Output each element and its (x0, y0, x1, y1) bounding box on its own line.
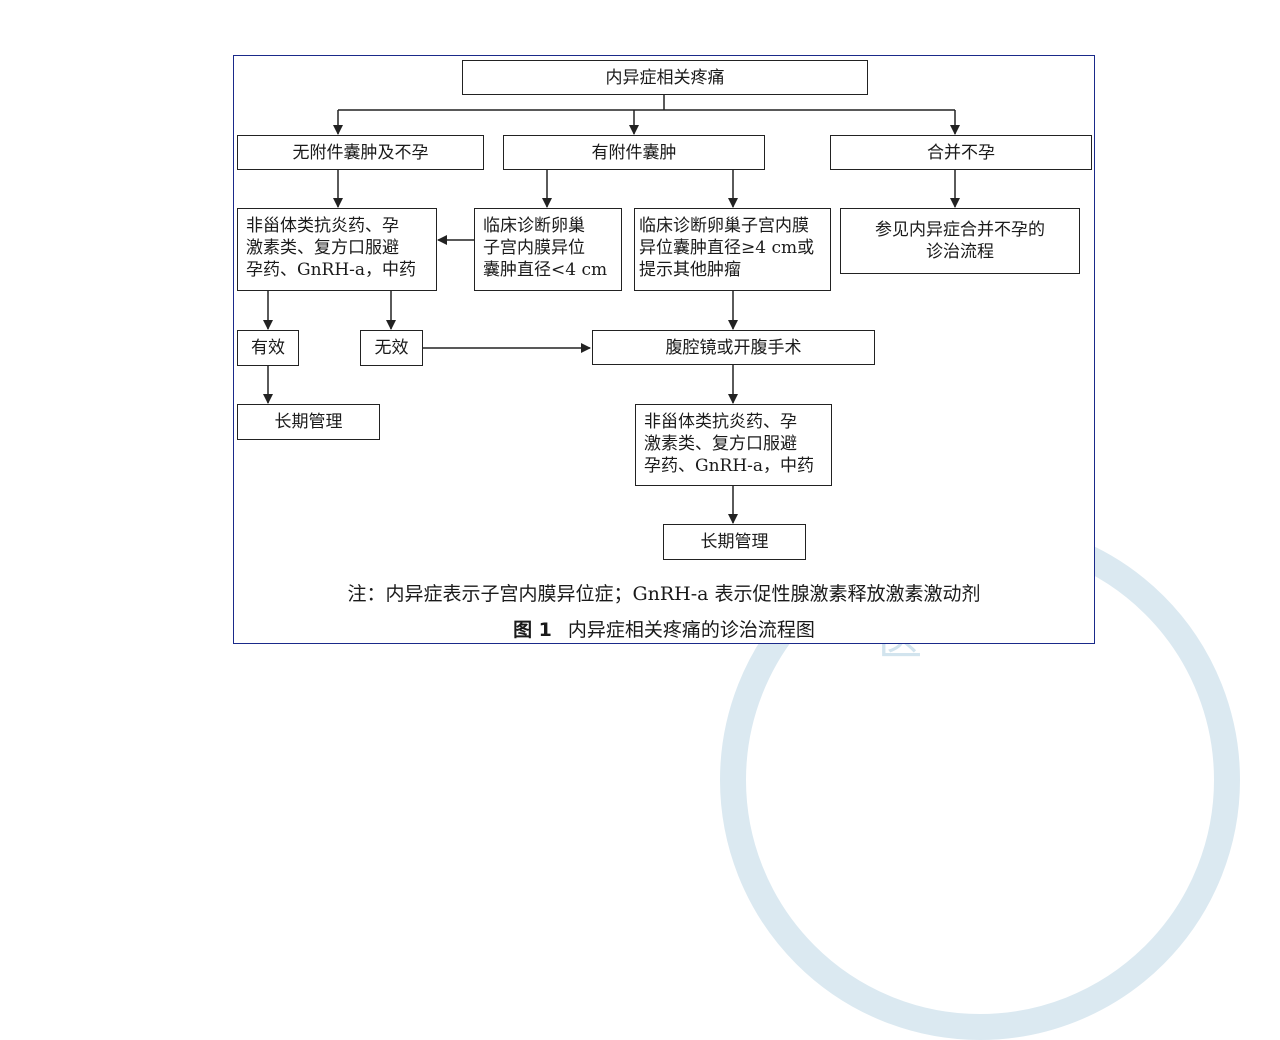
node-infertility: 合并不孕 (830, 135, 1092, 170)
node-long-term-left: 长期管理 (237, 404, 380, 440)
figure-number: 图 1 (513, 619, 552, 641)
node-effective: 有效 (237, 330, 299, 366)
node-surgery: 腹腔镜或开腹手术 (592, 330, 875, 365)
node-medication-left: 非甾体类抗炎药、孕 激素类、复方口服避 孕药、GnRH-a，中药 (237, 208, 437, 291)
node-long-term-right: 长期管理 (663, 524, 806, 560)
footnote: 注：内异症表示子宫内膜异位症；GnRH-a 表示促性腺激素释放激素激动剂 (347, 583, 981, 605)
node-ineffective: 无效 (360, 330, 423, 366)
node-infertility-reference: 参见内异症合并不孕的 诊治流程 (840, 208, 1080, 274)
node-medication-right: 非甾体类抗炎药、孕 激素类、复方口服避 孕药、GnRH-a，中药 (635, 404, 832, 486)
node-adnexal-cyst: 有附件囊肿 (503, 135, 765, 170)
flowchart-connectors (263, 95, 960, 524)
node-no-cyst-no-infertility: 无附件囊肿及不孕 (237, 135, 484, 170)
figure-title: 内异症相关疼痛的诊治流程图 (567, 619, 815, 641)
node-cyst-large: 临床诊断卵巢子宫内膜 异位囊肿直径≥4 cm或 提示其他肿瘤 (634, 208, 831, 291)
node-root: 内异症相关疼痛 (462, 60, 868, 95)
node-cyst-small: 临床诊断卵巢 子宫内膜异位 囊肿直径<4 cm (474, 208, 622, 291)
figure-caption: 图 1 内异症相关疼痛的诊治流程图 (233, 615, 1095, 642)
